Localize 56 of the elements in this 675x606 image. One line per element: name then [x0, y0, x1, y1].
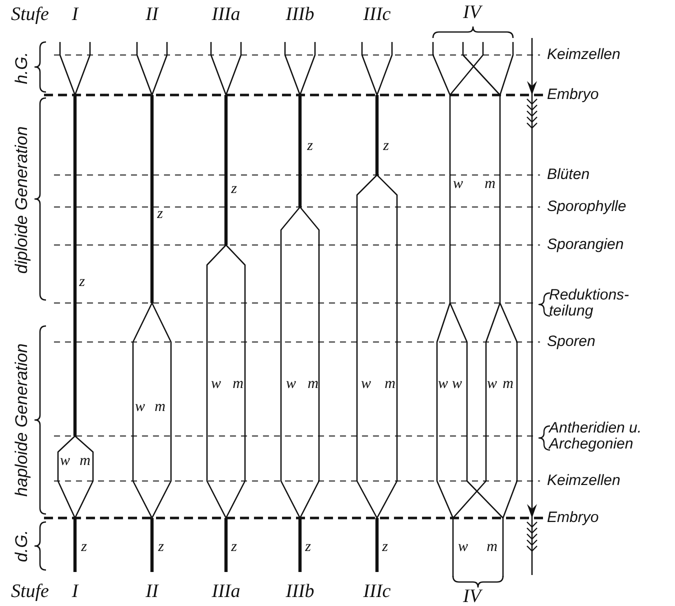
- line-letter: m: [502, 377, 514, 393]
- stage-numeral: IV: [463, 3, 481, 23]
- stage-label: Embryo: [547, 510, 599, 526]
- line-letter: w: [458, 540, 468, 556]
- stage-heading: Stufe: [11, 582, 49, 602]
- stage-label: Keimzellen: [547, 473, 620, 489]
- line-letter: m: [232, 377, 244, 393]
- stage-label: Sporangien: [547, 237, 624, 253]
- line-letter: z: [81, 540, 87, 556]
- stage-heading: Stufe: [11, 5, 49, 25]
- stage-numeral: IIIa: [212, 5, 240, 25]
- stage-numeral: IIIb: [286, 582, 314, 602]
- stage-numeral: II: [146, 582, 158, 602]
- line-letter: m: [308, 377, 318, 393]
- line-letter: w: [438, 377, 448, 393]
- line-letter: z: [157, 207, 163, 223]
- line-letter: m: [484, 177, 496, 193]
- line-letter: z: [158, 540, 164, 556]
- phase-label: h.G.: [13, 52, 31, 84]
- stage-numeral: IIIc: [363, 5, 391, 25]
- stage-label: Sporen: [547, 334, 596, 350]
- stage-label: Keimzellen: [547, 47, 620, 63]
- stage-label: Reduktions- teilung: [549, 287, 627, 319]
- line-letter: z: [307, 139, 313, 155]
- line-letter: w: [60, 454, 70, 470]
- line-letter: m: [384, 377, 396, 393]
- stage-label: Sporophylle: [547, 199, 626, 215]
- stage-numeral: I: [72, 582, 78, 602]
- line-letter: w: [487, 377, 497, 393]
- line-letter: w: [286, 377, 296, 393]
- line-letter: w: [211, 377, 221, 393]
- stage-numeral: IIIa: [212, 582, 240, 602]
- stage-label: Antheridien u. Archegonien: [549, 420, 643, 452]
- line-letter: m: [486, 540, 498, 556]
- phase-label: d.G.: [13, 530, 31, 562]
- stage-label: Embryo: [547, 87, 599, 103]
- phase-label: haploide Generation: [13, 343, 31, 497]
- stage-numeral: IV: [463, 587, 481, 606]
- line-letter: z: [231, 540, 237, 556]
- line-letter: w: [361, 377, 371, 393]
- line-letter: w: [453, 177, 463, 193]
- line-letter: m: [154, 400, 166, 416]
- stage-label: Blüten: [547, 167, 590, 183]
- stage-numeral: I: [72, 5, 78, 25]
- line-letter: z: [231, 182, 237, 198]
- line-letter: m: [80, 454, 90, 470]
- line-letter: z: [305, 540, 311, 556]
- phase-label: diploide Generation: [13, 126, 31, 274]
- line-letter: w: [135, 400, 145, 416]
- line-letter: w: [452, 377, 462, 393]
- line-letter: z: [79, 275, 85, 291]
- stage-numeral: II: [146, 5, 158, 25]
- stage-numeral: IIIc: [363, 582, 391, 602]
- line-letter: z: [383, 139, 389, 155]
- stage-numeral: IIIb: [286, 5, 314, 25]
- line-letter: z: [382, 540, 388, 556]
